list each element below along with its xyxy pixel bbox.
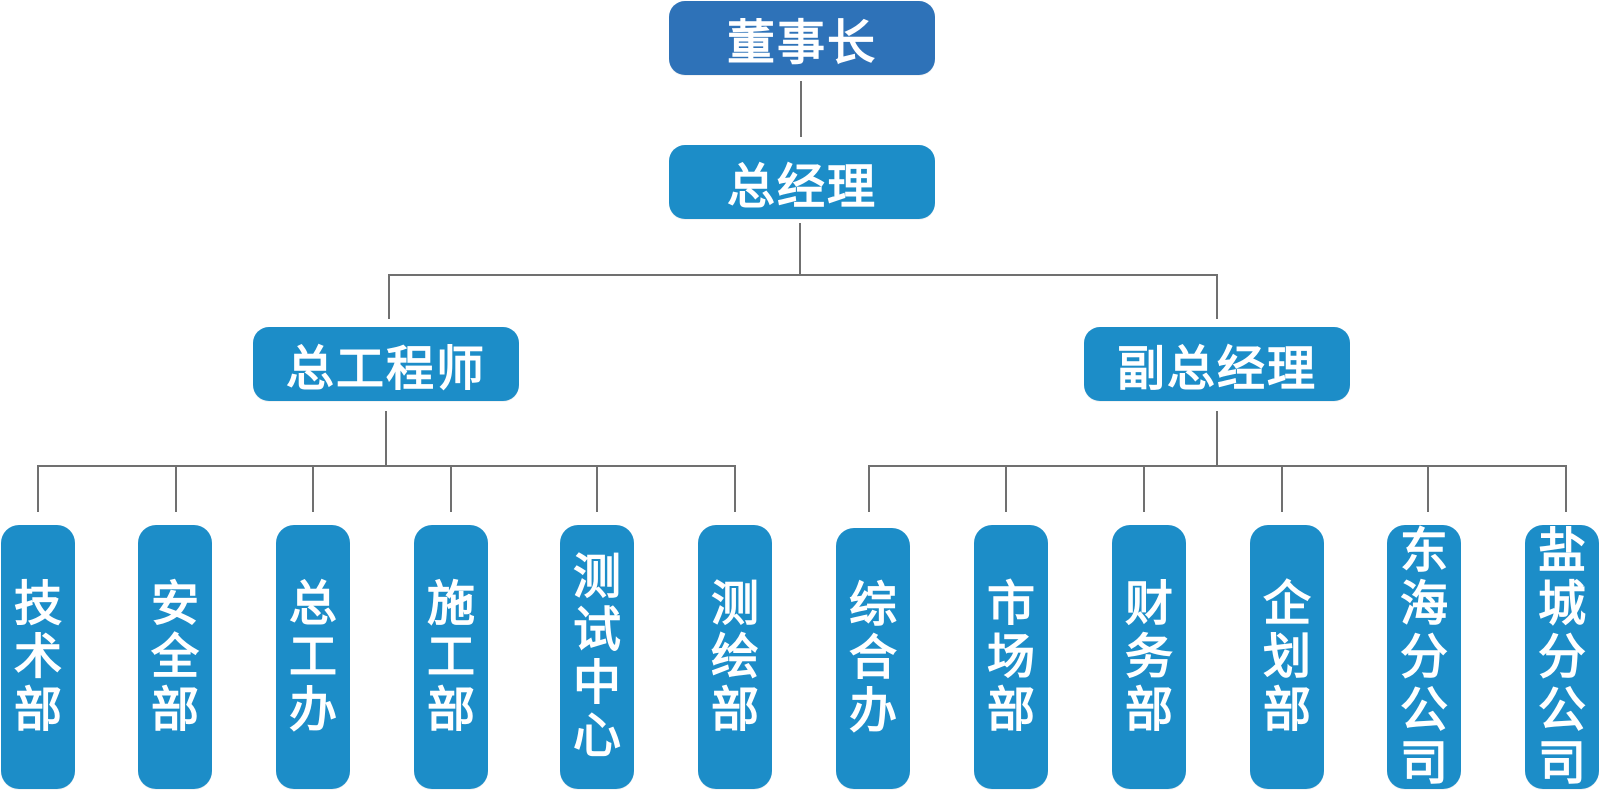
general-manager-node: 总经理 (669, 145, 935, 219)
chief-engineer-label: 总工程师 (285, 341, 486, 397)
chairman-node: 董事长 (669, 1, 935, 75)
department-planning: 企划部 (1250, 525, 1324, 789)
department-technical-label: 技术部 (14, 575, 63, 738)
department-donghai-branch-label: 东海分公司 (1400, 522, 1449, 791)
department-yancheng-branch-label: 盐城分公司 (1538, 522, 1587, 791)
chief-engineer-to-departments-line (37, 411, 736, 467)
chief-engineer-node: 总工程师 (253, 327, 519, 401)
department-marketing: 市场部 (974, 525, 1048, 789)
department-finance: 财务部 (1112, 525, 1186, 789)
department-general-office-label: 综合办 (849, 577, 898, 739)
general-manager-to-branches-line (388, 223, 1218, 319)
department-surveying: 测绘部 (698, 525, 772, 789)
deputy-general-manager-node: 副总经理 (1084, 327, 1350, 401)
department-donghai-branch: 东海分公司 (1387, 522, 1461, 791)
department-chief-engineer-office-label: 总工办 (289, 575, 338, 738)
department-testing-center-label: 测试中心 (573, 549, 622, 764)
department-safety: 安全部 (138, 525, 212, 789)
deputy-manager-to-departments-line (868, 411, 1567, 467)
department-construction-label: 施工部 (427, 575, 476, 738)
department-finance-label: 财务部 (1125, 575, 1174, 738)
department-safety-label: 安全部 (151, 575, 200, 738)
department-construction: 施工部 (414, 525, 488, 789)
department-yancheng-branch: 盐城分公司 (1525, 522, 1599, 791)
department-technical: 技术部 (1, 525, 75, 789)
deputy-general-manager-label: 副总经理 (1116, 341, 1317, 397)
department-marketing-label: 市场部 (987, 575, 1036, 738)
chairman-label: 董事长 (726, 15, 877, 71)
department-chief-engineer-office: 总工办 (276, 525, 350, 789)
department-planning-label: 企划部 (1263, 575, 1312, 738)
department-general-office: 综合办 (836, 528, 910, 789)
general-manager-label: 总经理 (726, 159, 877, 215)
department-testing-center: 测试中心 (560, 525, 634, 789)
department-surveying-label: 测绘部 (711, 575, 760, 738)
